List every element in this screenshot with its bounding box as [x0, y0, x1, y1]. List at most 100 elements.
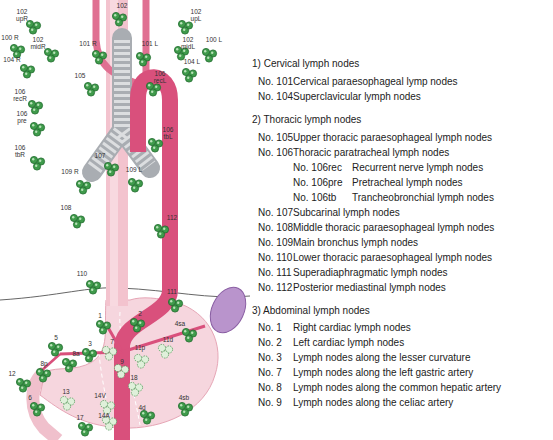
- callout-number: 100 R: [0, 34, 20, 41]
- station-name: Middle thoracic paraesophageal lymph nod…: [293, 222, 494, 234]
- station-number: No. 110: [258, 252, 292, 264]
- lymph-node-cluster: [148, 138, 162, 152]
- callout-number: 6: [20, 394, 40, 401]
- lymph-node-cluster: [30, 402, 44, 416]
- lymph-node-cluster: [178, 20, 192, 34]
- callout-number: 18: [124, 374, 144, 381]
- callout-number: 4sa: [170, 320, 190, 327]
- callout-number: 102 midL: [178, 36, 198, 50]
- station-number: No. 111: [258, 267, 292, 279]
- lymph-node-cluster: [44, 48, 58, 62]
- station-name: Subcarinal lymph nodes: [293, 207, 400, 219]
- station-number: No. 108: [258, 222, 293, 234]
- station-number: No. 106tb: [293, 192, 336, 204]
- callout-number: 102 midR: [28, 36, 48, 50]
- callout-number: 11d: [158, 336, 178, 343]
- callout-number: 11p: [130, 344, 150, 351]
- lymph-node-cluster: [130, 318, 144, 332]
- station-number: No. 7: [258, 367, 282, 379]
- hidden-lymph-node-cluster: [158, 344, 172, 358]
- callout-number: 106 recR: [10, 88, 30, 102]
- section-heading: 3) Abdominal lymph nodes: [252, 305, 370, 317]
- station-number: No. 106rec: [293, 162, 342, 174]
- station-number: No. 106pre: [293, 177, 342, 189]
- station-name: Recurrent nerve lymph nodes: [352, 162, 483, 174]
- lymph-node-cluster: [154, 224, 168, 238]
- callout-number: 109 L: [124, 166, 144, 173]
- callout-number: 106 pre: [12, 110, 32, 124]
- lymph-node-cluster: [202, 48, 216, 62]
- callout-number: 4sb: [174, 394, 194, 401]
- station-number: No. 109: [258, 237, 293, 249]
- hidden-lymph-node-cluster: [60, 396, 74, 410]
- station-name: Superclavicular lymph nodes: [293, 91, 421, 103]
- callout-number: 102 upR: [12, 8, 32, 22]
- station-name: Right cardiac lymph nodes: [293, 322, 411, 334]
- callout-number: 106 tbR: [10, 144, 30, 158]
- station-name: Lymph nodes along the common hepatic art…: [293, 382, 501, 394]
- lymph-node-cluster: [16, 378, 30, 392]
- callout-number: 8a: [66, 350, 86, 357]
- section-heading: 1) Cervical lymph nodes: [252, 58, 359, 70]
- callout-number: 12: [2, 370, 22, 377]
- lymph-node-cluster: [30, 156, 44, 170]
- lymph-node-cluster: [82, 348, 96, 362]
- station-number: No. 107: [258, 207, 293, 219]
- lymph-node-cluster: [28, 100, 42, 114]
- lymph-node-cluster: [182, 328, 196, 342]
- callout-number: 4d: [132, 404, 152, 411]
- callout-number: 17: [70, 414, 90, 421]
- lymph-node-cluster: [48, 342, 62, 356]
- callout-number: 1: [90, 312, 110, 319]
- callout-number: 2: [130, 310, 150, 317]
- hidden-lymph-node-cluster: [114, 364, 128, 378]
- callout-number: 9: [112, 358, 132, 365]
- callout-number: 14V: [90, 392, 110, 399]
- station-name: Cervical paraesophageal lymp nodes: [293, 76, 458, 88]
- station-number: No. 3: [258, 352, 282, 364]
- station-name: Left cardiac lymph nodes: [293, 337, 404, 349]
- station-number: No. 101: [258, 76, 293, 88]
- hidden-lymph-node-cluster: [102, 346, 116, 360]
- lymph-node-cluster: [168, 298, 182, 312]
- station-name: Pretracheal lymph nodes: [352, 177, 463, 189]
- callout-number: 5: [46, 334, 66, 341]
- callout-number: 105: [70, 72, 90, 79]
- lymph-node-cluster: [76, 180, 90, 194]
- station-number: No. 104: [258, 91, 293, 103]
- callout-number: 108: [56, 204, 76, 211]
- lymph-node-cluster: [96, 320, 110, 334]
- callout-number: 3: [80, 340, 100, 347]
- station-name: Lymph nodes along the left gastric arter…: [293, 367, 473, 379]
- section-heading: 2) Thoracic lymph nodes: [252, 114, 361, 126]
- station-name: Lymph nodes along the celiac artery: [293, 397, 453, 409]
- lymph-node-cluster: [136, 52, 150, 66]
- station-number: No. 1: [258, 322, 282, 334]
- callout-number: 8p: [34, 360, 54, 367]
- station-name: Posterior mediastinal lymph nodes: [293, 282, 446, 294]
- lymph-node-cluster: [178, 402, 192, 416]
- station-number: No. 2: [258, 337, 282, 349]
- station-number: No. 112: [258, 282, 292, 294]
- callout-number: 13: [56, 388, 76, 395]
- lymph-node-cluster: [26, 20, 40, 34]
- station-number: No. 105: [258, 132, 293, 144]
- hidden-lymph-node-cluster: [134, 354, 148, 368]
- callout-number: 112: [162, 214, 182, 221]
- callout-number: 106 recL: [150, 70, 170, 84]
- callout-number: 14A: [94, 412, 114, 419]
- station-name: Lower thoracic paraesophageal lymph node…: [293, 252, 492, 264]
- station-name: Superadiaphragmatic lymph nodes: [293, 267, 448, 279]
- callout-number: 102 upL: [186, 8, 206, 22]
- station-name: Thoracic paratracheal lymph nodes: [293, 147, 449, 159]
- callout-number: 101 R: [78, 40, 98, 47]
- lymph-node-cluster: [62, 358, 76, 372]
- callout-number: 7: [102, 338, 122, 345]
- lymph-node-cluster: [70, 214, 84, 228]
- callout-number: 104 L: [182, 58, 202, 65]
- lymph-node-cluster: [92, 50, 106, 64]
- callout-number: 102: [112, 2, 132, 9]
- lymph-node-cluster: [86, 280, 100, 294]
- lymph-node-cluster: [140, 410, 154, 424]
